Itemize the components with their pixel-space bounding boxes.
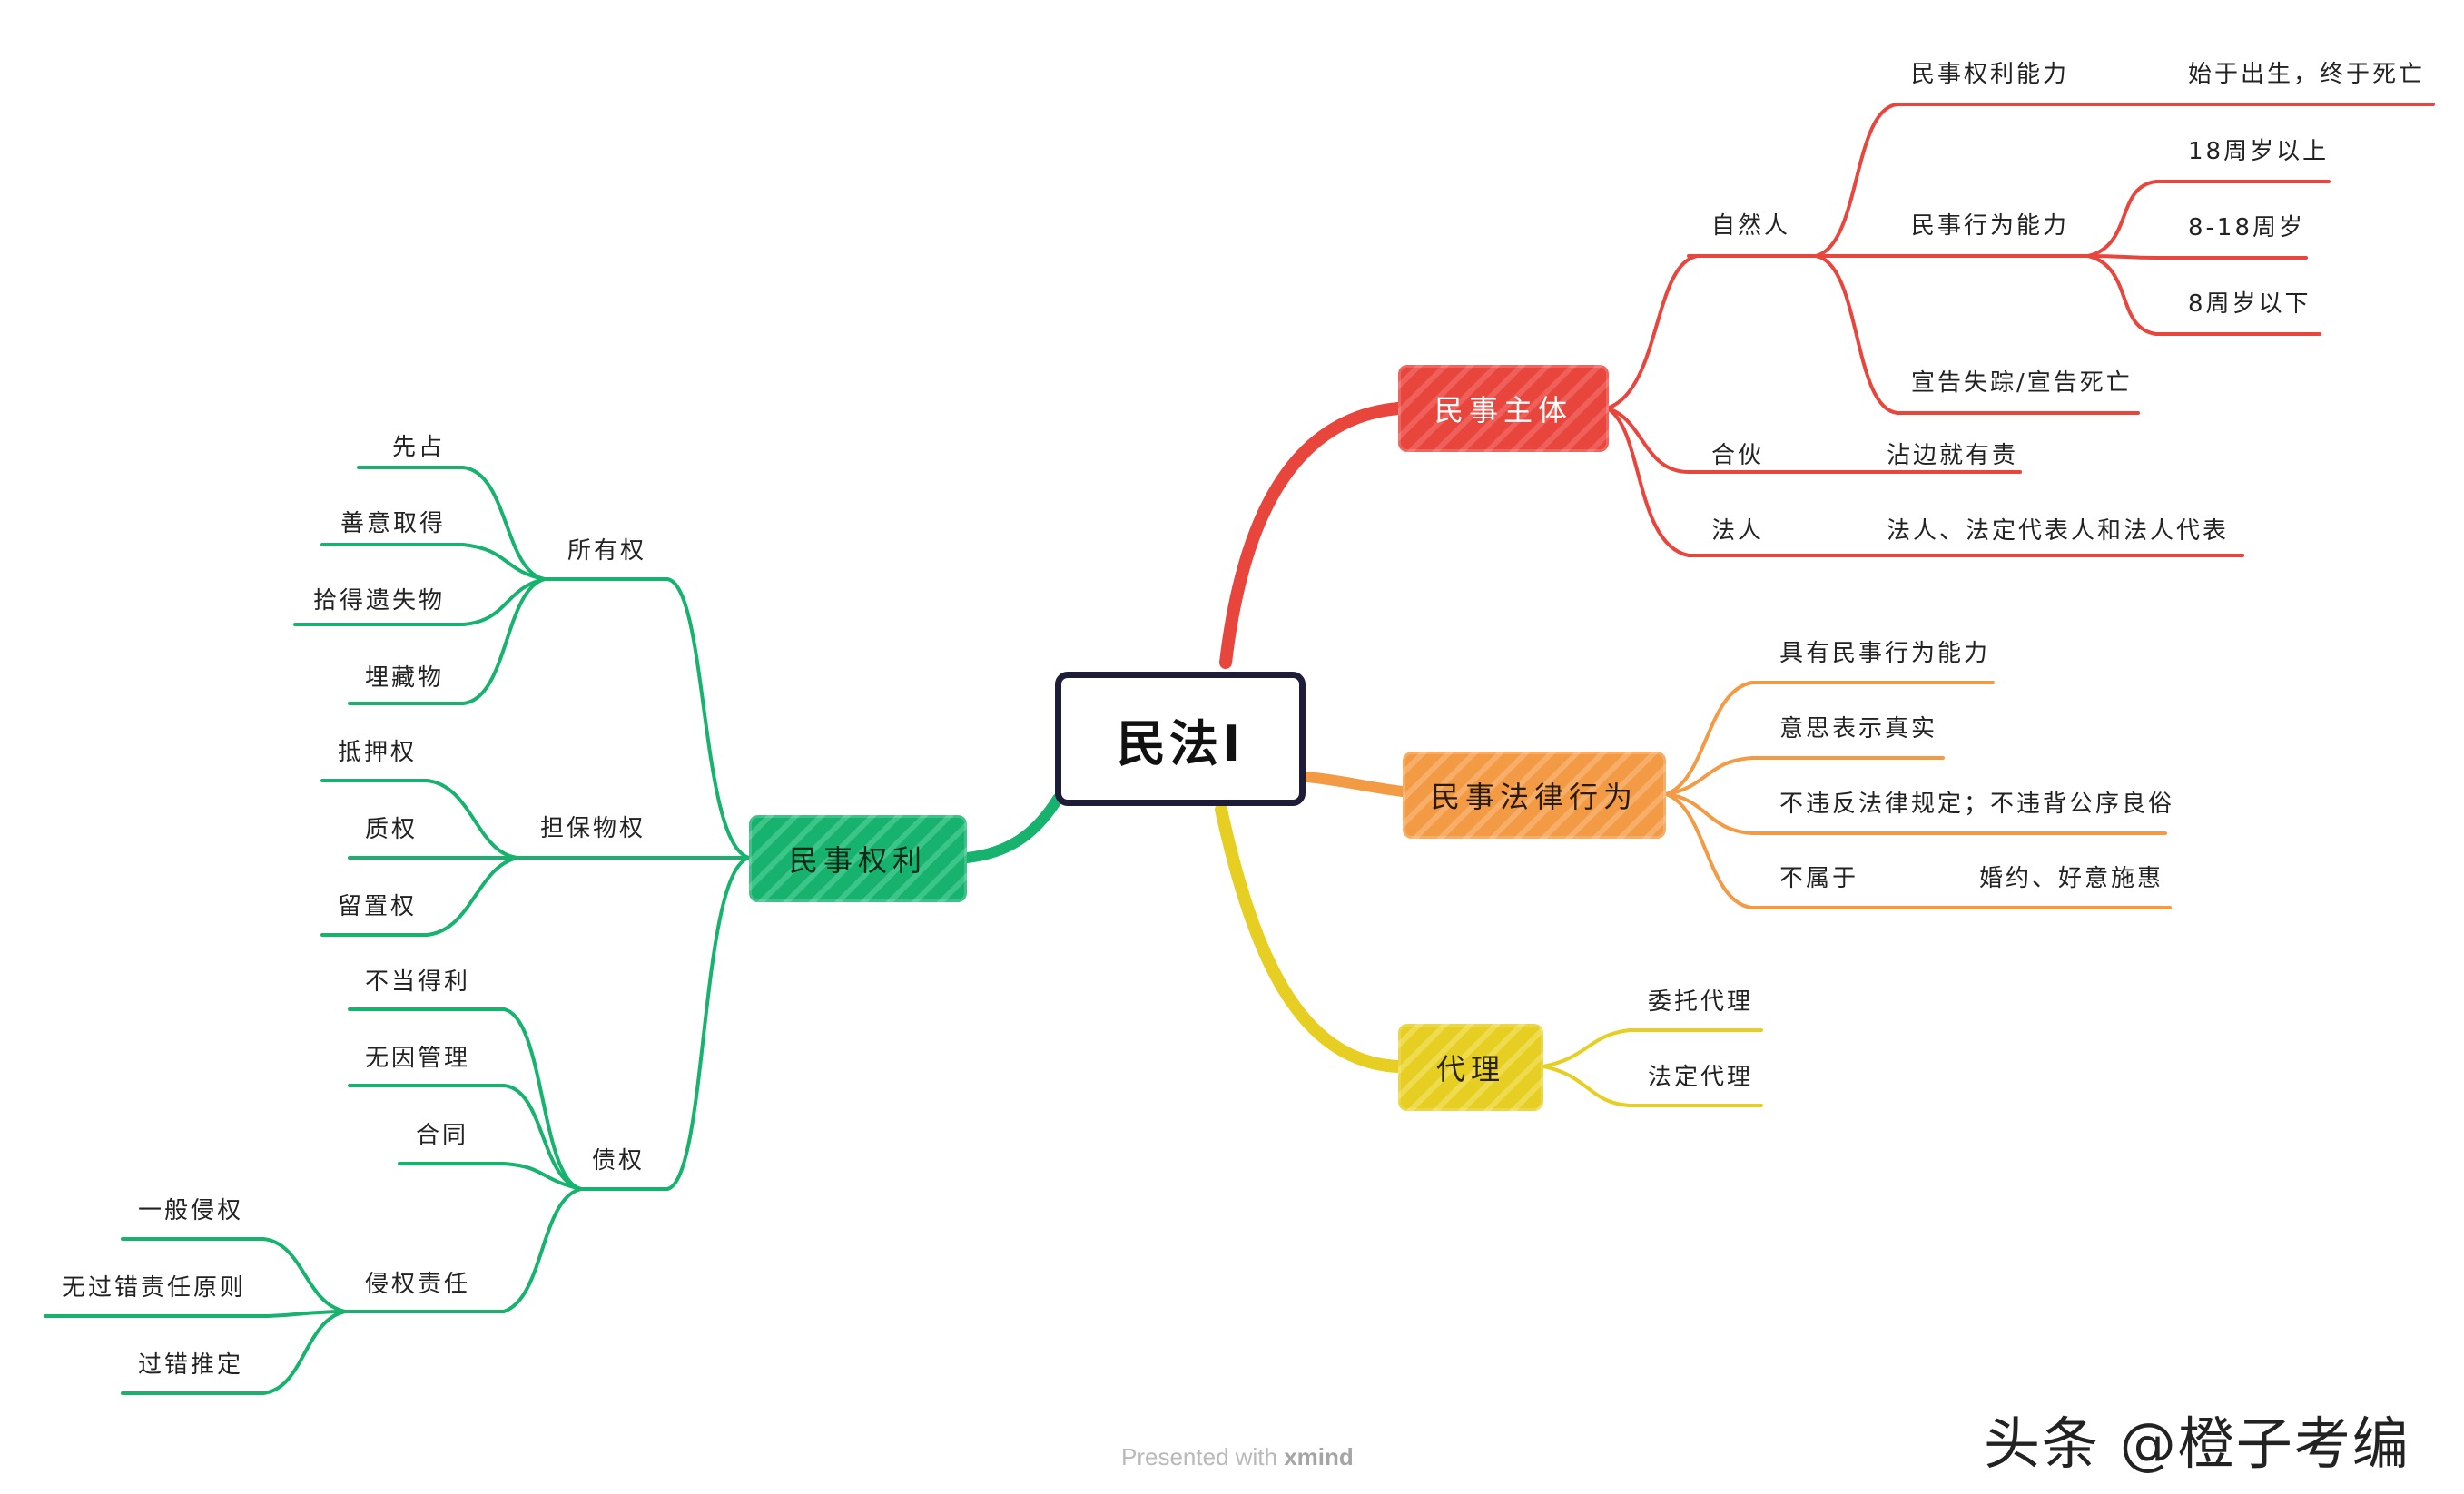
node-obligation-2[interactable]: 无因管理 [365,1045,471,1072]
node-age-1[interactable]: 18周岁以上 [2188,138,2330,165]
node-capacity-conduct[interactable]: 民事行为能力 [1911,212,2070,240]
node-capacity-rights[interactable]: 民事权利能力 [1911,61,2070,88]
node-legal-person[interactable]: 法人 [1711,517,1765,545]
main-branch-green [961,793,1063,863]
node-ownership-3[interactable]: 拾得遗失物 [313,587,446,614]
topic-civil-subject[interactable]: 民事主体 [1398,365,1609,452]
node-agency-entrusted[interactable]: 委托代理 [1648,988,1754,1016]
main-branch-yellow [1215,803,1404,1073]
node-act-not-included-detail[interactable]: 婚约、好意施惠 [1979,865,2164,892]
node-age-2[interactable]: 8-18周岁 [2188,214,2306,241]
xmind-brand: xmind [1284,1443,1354,1470]
node-security-3[interactable]: 留置权 [338,893,418,920]
watermark: 头条 @橙子考编 [1984,1410,2410,1477]
node-act-condition-2[interactable]: 意思表示真实 [1779,715,1938,742]
main-branch-red [1219,402,1404,669]
node-security-1[interactable]: 抵押权 [338,739,418,766]
node-security[interactable]: 担保物权 [540,815,646,842]
node-tort-1[interactable]: 一般侵权 [138,1197,244,1224]
node-act-not-included[interactable]: 不属于 [1779,865,1859,892]
node-ownership-1[interactable]: 先占 [392,434,446,461]
node-ownership-2[interactable]: 善意取得 [340,510,447,537]
node-security-2[interactable]: 质权 [365,816,419,843]
node-partnership-detail[interactable]: 沾边就有责 [1887,442,2019,469]
node-obligation-1[interactable]: 不当得利 [365,968,471,996]
node-act-condition-3[interactable]: 不违反法律规定；不违背公序良俗 [1779,791,2175,818]
topic-civil-rights[interactable]: 民事权利 [749,815,967,902]
central-topic[interactable]: 民法I [1055,672,1306,806]
node-declare[interactable]: 宣告失踪/宣告死亡 [1911,369,2133,397]
node-tort-3[interactable]: 过错推定 [138,1351,244,1379]
node-ownership-4[interactable]: 埋藏物 [365,664,445,692]
topic-agency[interactable]: 代理 [1398,1024,1543,1111]
node-tort-2[interactable]: 无过错责任原则 [62,1274,247,1302]
node-obligation-3[interactable]: 合同 [416,1122,469,1149]
node-act-condition-1[interactable]: 具有民事行为能力 [1779,640,1991,667]
main-branch-orange [1302,772,1408,797]
node-tort[interactable]: 侵权责任 [365,1271,471,1298]
presented-with-footer: Presented with xmind [1121,1443,1354,1471]
topic-civil-act[interactable]: 民事法律行为 [1403,752,1666,839]
node-ownership[interactable]: 所有权 [567,537,647,565]
node-agency-statutory[interactable]: 法定代理 [1648,1064,1754,1091]
node-partnership[interactable]: 合伙 [1711,442,1765,469]
node-legal-person-detail[interactable]: 法人、法定代表人和法人代表 [1887,517,2230,545]
node-age-3[interactable]: 8周岁以下 [2188,290,2311,318]
node-capacity-rights-detail[interactable]: 始于出生，终于死亡 [2188,61,2426,88]
node-obligation[interactable]: 债权 [592,1147,646,1175]
footer-text: Presented with [1121,1443,1277,1470]
node-natural-person[interactable]: 自然人 [1711,212,1791,240]
